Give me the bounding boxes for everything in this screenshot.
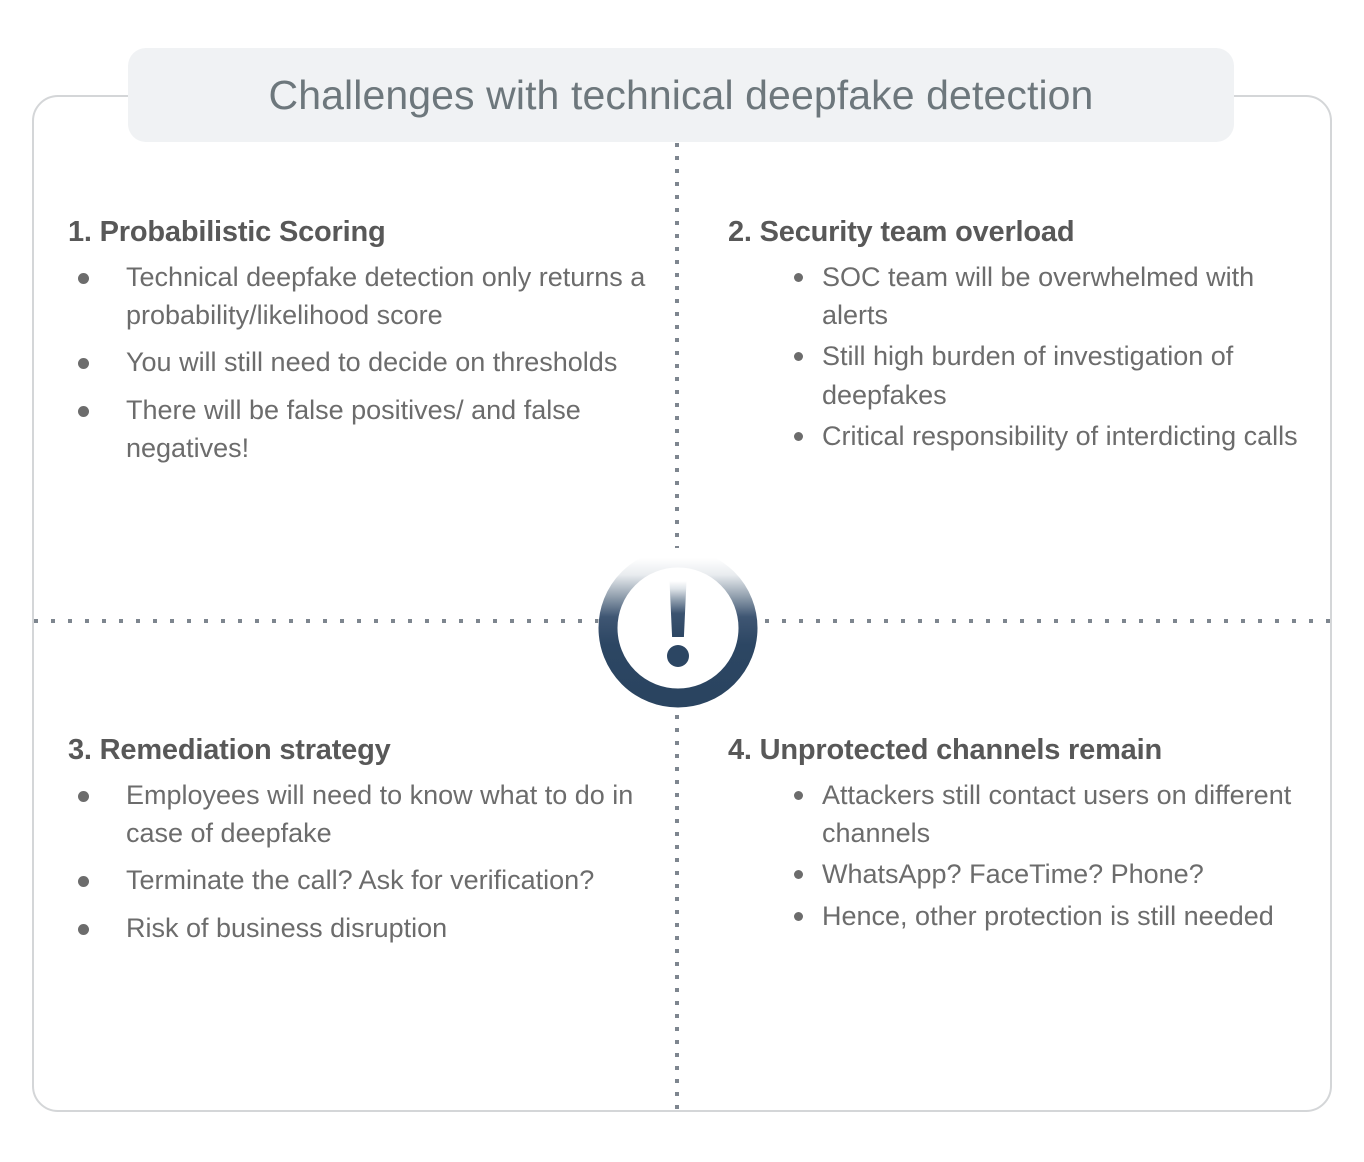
- list-item-text: SOC team will be overwhelmed with alerts: [822, 261, 1255, 331]
- list-item-text: There will be false positives/ and false…: [126, 394, 581, 464]
- list-item-text: Risk of business disruption: [126, 912, 448, 943]
- list-item-text: Attackers still contact users on differe…: [822, 779, 1292, 849]
- list-item-text: Employees will need to know what to do i…: [126, 779, 634, 849]
- bullet-dot-icon: [78, 790, 89, 802]
- list-item-text: Critical responsibility of interdicting …: [822, 421, 1298, 452]
- bullet-dot-icon: [794, 432, 803, 442]
- bullet-dot-icon: [794, 790, 803, 800]
- list-item: Risk of business disruption: [68, 909, 668, 947]
- quadrant-4-bullet-list: Attackers still contact users on differe…: [786, 776, 1308, 935]
- bullet-dot-icon: [78, 923, 89, 935]
- list-item: SOC team will be overwhelmed with alerts: [786, 258, 1308, 335]
- list-item: WhatsApp? FaceTime? Phone?: [786, 855, 1308, 893]
- quadrant-3-bullet-list: Employees will need to know what to do i…: [68, 776, 668, 947]
- list-item: Critical responsibility of interdicting …: [786, 417, 1308, 455]
- quadrant-remediation-strategy: 3. Remediation strategy Employees will n…: [68, 733, 668, 956]
- page-title: Challenges with technical deepfake detec…: [268, 71, 1094, 118]
- quadrant-unprotected-channels: 4. Unprotected channels remain Attackers…: [728, 733, 1308, 938]
- list-item-text: You will still need to decide on thresho…: [126, 347, 618, 378]
- quadrant-4-heading: 4. Unprotected channels remain: [728, 734, 1162, 766]
- list-item: You will still need to decide on thresho…: [68, 343, 668, 381]
- bullet-dot-icon: [78, 876, 89, 888]
- bullet-dot-icon: [794, 911, 803, 921]
- list-item: There will be false positives/ and false…: [68, 391, 668, 468]
- quadrant-1-bullet-list: Technical deepfake detection only return…: [68, 258, 668, 468]
- quadrant-1-heading: 1. Probabilistic Scoring: [68, 216, 386, 248]
- bullet-dot-icon: [794, 870, 803, 880]
- bullet-dot-icon: [794, 352, 803, 362]
- list-item-text: Technical deepfake detection only return…: [126, 261, 646, 331]
- list-item: Terminate the call? Ask for verification…: [68, 861, 668, 899]
- bullet-dot-icon: [78, 358, 89, 370]
- quadrant-security-team-overload: 2. Security team overload SOC team will …: [728, 215, 1308, 458]
- list-item: Employees will need to know what to do i…: [68, 776, 668, 853]
- exclamation-warning-icon: [598, 548, 758, 708]
- quadrant-2-bullet-list: SOC team will be overwhelmed with alerts…: [786, 258, 1308, 456]
- slide-title-pill: Challenges with technical deepfake detec…: [128, 48, 1234, 142]
- list-item: Attackers still contact users on differe…: [786, 776, 1308, 853]
- list-item-text: Hence, other protection is still needed: [822, 900, 1274, 931]
- quadrant-3-heading: 3. Remediation strategy: [68, 734, 391, 766]
- list-item: Technical deepfake detection only return…: [68, 258, 668, 335]
- bullet-dot-icon: [78, 405, 89, 417]
- list-item: Hence, other protection is still needed: [786, 897, 1308, 935]
- list-item-text: WhatsApp? FaceTime? Phone?: [822, 859, 1204, 890]
- list-item-text: Still high burden of investigation of de…: [822, 341, 1234, 410]
- list-item: Still high burden of investigation of de…: [786, 337, 1308, 414]
- list-item-text: Terminate the call? Ask for verification…: [126, 865, 595, 896]
- bullet-dot-icon: [78, 272, 89, 284]
- quadrant-probabilistic-scoring: 1. Probabilistic Scoring Technical deepf…: [68, 215, 668, 476]
- quadrant-2-heading: 2. Security team overload: [728, 216, 1075, 248]
- bullet-dot-icon: [794, 272, 803, 282]
